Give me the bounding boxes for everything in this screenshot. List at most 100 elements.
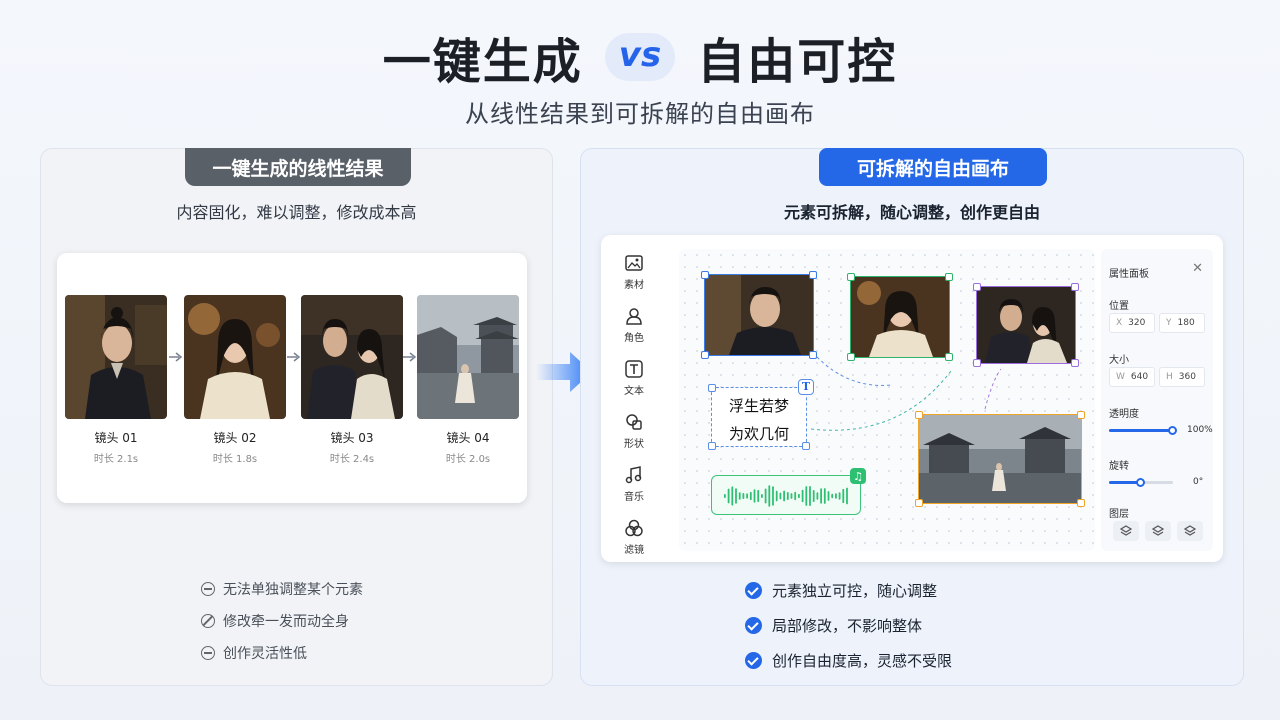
properties-panel: 属性面板 ✕ 位置 X 320 Y 180 大小 W 640 H 360 透明度 (1101, 249, 1213, 551)
free-canvas-panel: 可拆解的自由画布 元素可拆解，随心调整，创作更自由 素材 角色 文本 形状 音乐 (580, 148, 1244, 686)
resize-handle[interactable] (1077, 411, 1085, 419)
position-label: 位置 (1109, 301, 1129, 312)
size-h-field[interactable]: H 360 (1159, 367, 1205, 387)
tool-label: 素材 (624, 279, 644, 291)
arrow-right-icon (403, 352, 417, 362)
linear-result-description: 内容固化，难以调整，修改成本高 (176, 203, 417, 222)
field-value: 360 (1178, 372, 1196, 382)
shot-card[interactable]: 镜头 04 时长 2.0s (417, 295, 519, 465)
arrow-right-icon (169, 352, 183, 362)
shot-thumbnail (65, 295, 167, 419)
opacity-label: 透明度 (1109, 409, 1139, 420)
free-canvas-tab: 可拆解的自由画布 (819, 148, 1047, 186)
size-w-field[interactable]: W 640 (1109, 367, 1155, 387)
tool-character[interactable]: 角色 (601, 298, 667, 351)
rotation-value: 0° (1193, 477, 1204, 487)
layer-stack-button[interactable] (1177, 521, 1203, 541)
resize-handle[interactable] (915, 499, 923, 507)
field-key: X (1116, 318, 1123, 328)
tool-assets[interactable]: 素材 (601, 245, 667, 298)
resize-handle[interactable] (945, 353, 953, 361)
shot-card[interactable]: 镜头 02 时长 1.8s (184, 295, 286, 465)
field-key: Y (1166, 318, 1172, 328)
opacity-slider-fill (1109, 429, 1173, 432)
minus-circle-icon (201, 582, 215, 596)
shot-thumbnail (301, 295, 403, 419)
linear-result-tab: 一键生成的线性结果 (185, 148, 411, 186)
pro-text: 元素独立可控，随心调整 (772, 582, 938, 600)
music-note-icon: ♫ (850, 468, 866, 484)
list-item: 局部修改，不影响整体 (745, 608, 952, 643)
opacity-value: 100% (1187, 425, 1213, 435)
con-text: 无法单独调整某个元素 (223, 582, 363, 598)
shot-label: 镜头 01 (94, 431, 138, 445)
resize-handle[interactable] (708, 442, 716, 450)
tool-filter[interactable]: 滤镜 (601, 510, 667, 563)
resize-handle[interactable] (701, 271, 709, 279)
arrow-right-icon (287, 352, 301, 362)
resize-handle[interactable] (847, 273, 855, 281)
shape-icon (626, 413, 642, 430)
resize-handle[interactable] (915, 411, 923, 419)
shot-duration: 时长 2.4s (329, 454, 375, 465)
canvas-image-element[interactable] (915, 411, 1085, 507)
list-item: 修改牵一发而动全身 (201, 605, 363, 637)
resize-handle[interactable] (809, 271, 817, 279)
resize-handle[interactable] (1071, 359, 1079, 367)
position-x-field[interactable]: X 320 (1109, 313, 1155, 333)
shot-strip: 镜头 01 时长 2.1s 镜头 02 时长 1.8s (57, 253, 527, 503)
text-icon (625, 359, 643, 378)
music-icon (625, 465, 642, 483)
resize-handle[interactable] (945, 273, 953, 281)
tool-text[interactable]: 文本 (601, 351, 667, 404)
vs-badge: vs (604, 33, 676, 81)
opacity-slider-handle[interactable] (1168, 426, 1177, 435)
resize-handle[interactable] (973, 359, 981, 367)
con-text: 创作灵活性低 (223, 646, 307, 662)
canvas-image-element[interactable] (701, 271, 817, 359)
layer-down-button[interactable] (1145, 521, 1171, 541)
resize-handle[interactable] (973, 283, 981, 291)
tool-label: 角色 (624, 332, 644, 344)
resize-handle[interactable] (802, 442, 810, 450)
image-icon (625, 254, 643, 271)
resize-handle[interactable] (1077, 499, 1085, 507)
shot-label: 镜头 02 (213, 431, 257, 445)
close-icon[interactable]: ✕ (1192, 261, 1203, 276)
canvas-image-element[interactable] (847, 273, 953, 361)
resize-handle[interactable] (1071, 283, 1079, 291)
free-canvas[interactable]: 浮生若梦 为欢几何 T ♫ (679, 249, 1095, 551)
layers-icon (1152, 525, 1164, 536)
connector-lines (810, 356, 1002, 431)
field-key: H (1166, 372, 1173, 382)
prohibited-icon (201, 614, 215, 628)
resize-handle[interactable] (847, 353, 855, 361)
resize-handle[interactable] (701, 351, 709, 359)
field-value: 180 (1177, 318, 1195, 328)
editor-toolbar: 素材 角色 文本 形状 音乐 滤镜 (601, 245, 667, 563)
rotation-slider-handle[interactable] (1136, 478, 1145, 487)
canvas-image-element[interactable] (973, 283, 1079, 367)
canvas-text-element[interactable]: 浮生若梦 为欢几何 T (708, 379, 814, 450)
shot-card[interactable]: 镜头 01 时长 2.1s (65, 295, 167, 465)
shot-card[interactable]: 镜头 03 时长 2.4s (301, 295, 403, 465)
shot-duration: 时长 2.1s (93, 454, 139, 465)
list-item: 无法单独调整某个元素 (201, 573, 363, 605)
resize-handle[interactable] (809, 351, 817, 359)
list-item: 创作灵活性低 (201, 637, 363, 669)
shot-thumbnail (184, 295, 286, 419)
layer-up-button[interactable] (1113, 521, 1139, 541)
filter-icon (625, 519, 643, 536)
shot-label: 镜头 04 (446, 431, 490, 445)
resize-handle[interactable] (708, 384, 716, 392)
tool-shape[interactable]: 形状 (601, 404, 667, 457)
title-left: 一键生成 (382, 34, 583, 90)
title-right: 自由可控 (697, 34, 898, 90)
canvas-audio-element[interactable]: ♫ (711, 468, 866, 515)
tool-music[interactable]: 音乐 (601, 457, 667, 510)
layers-label: 图层 (1109, 509, 1129, 520)
free-canvas-description: 元素可拆解，随心调整，创作更自由 (783, 203, 1040, 222)
rotation-slider-fill (1109, 481, 1141, 484)
layers-icon (1120, 525, 1132, 536)
position-y-field[interactable]: Y 180 (1159, 313, 1205, 333)
